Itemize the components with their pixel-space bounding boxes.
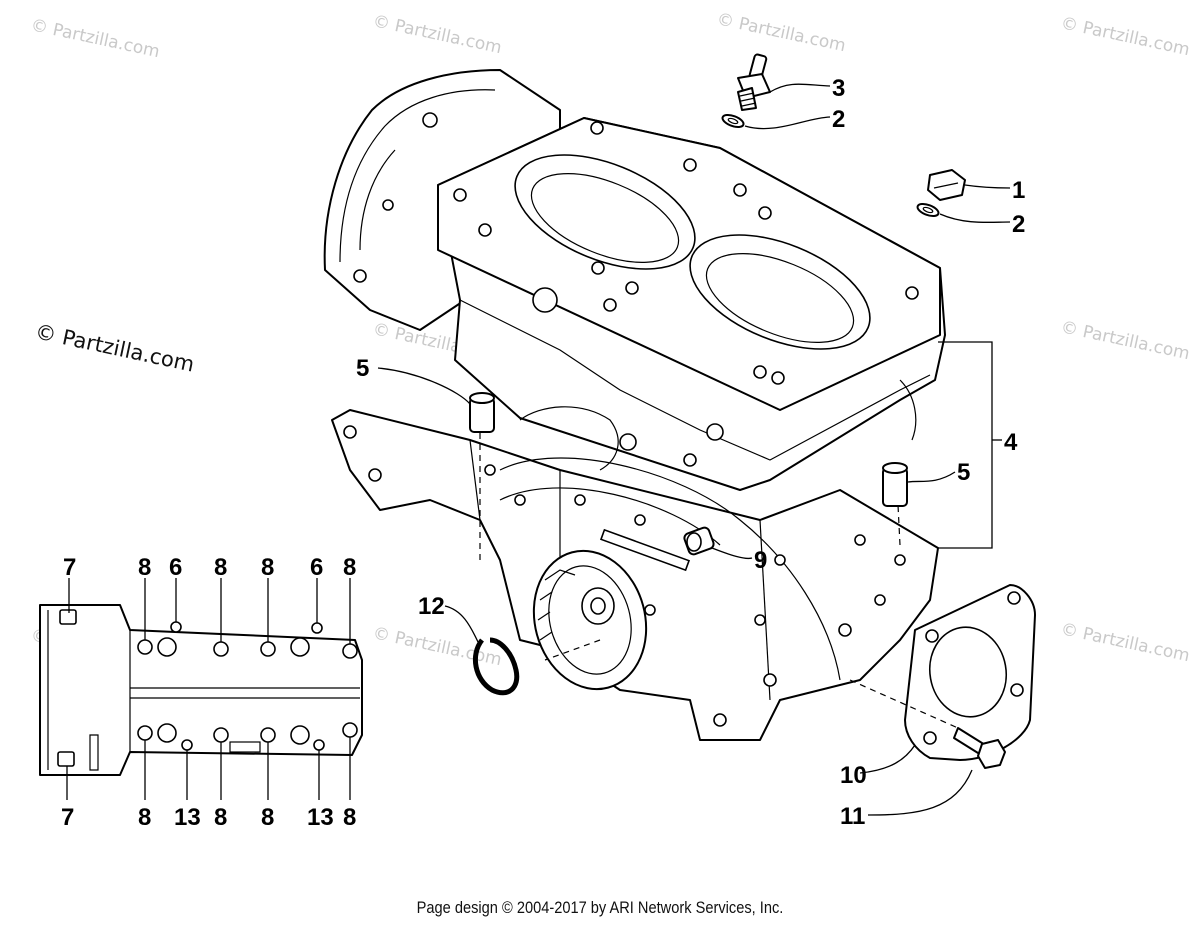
bushing-part-9: [683, 526, 715, 556]
gasket-part-10: [904, 584, 1036, 761]
callout-12: 12: [418, 593, 445, 620]
inset-callout: 8: [261, 554, 274, 581]
inset-callout: 8: [214, 554, 227, 581]
dowel-pin-5b: [882, 462, 908, 507]
callout-5: 5: [356, 355, 369, 382]
crankcase-upper: [323, 69, 946, 491]
inset-callout: 6: [169, 554, 182, 581]
fitting-part-3: [737, 53, 771, 111]
inset-callout: 13: [174, 804, 201, 831]
washer-part-2b: [916, 202, 940, 218]
callout-2: 2: [1012, 211, 1025, 238]
dowel-pin-5a: [469, 392, 495, 433]
inset-callout: 8: [343, 554, 356, 581]
watermark: © Partzilla.com: [1059, 13, 1191, 60]
crankcase-lower: [331, 409, 939, 741]
inset-callout: 8: [343, 804, 356, 831]
callout-3: 3: [832, 75, 845, 102]
watermark: © Partzilla.com: [371, 11, 503, 58]
watermark: © Partzilla.com: [1059, 317, 1191, 364]
callout-4: 4: [1004, 429, 1018, 456]
watermark: © Partzilla.com: [1059, 619, 1191, 666]
callout-11: 11: [840, 803, 865, 830]
washer-part-2a: [721, 113, 745, 129]
inset-callout: 8: [138, 804, 151, 831]
inset-callouts-bottom: 7 8 13 8 8 13 8: [61, 804, 356, 831]
bolt-part-11: [953, 727, 1006, 769]
callout-2: 2: [832, 106, 845, 133]
callout-1: 1: [1012, 177, 1025, 204]
inset-leaders: [66, 578, 351, 800]
callout-5: 5: [957, 459, 970, 486]
inset-callout: 8: [214, 804, 227, 831]
snap-ring-part-12: [472, 637, 520, 696]
inset-bolt-holes: [137, 621, 358, 751]
watermark: © Partzilla.com: [29, 15, 161, 62]
inset-bottom-view: 7 8 6 8 8 6 8 7 8 13 8 8 13 8: [39, 554, 363, 831]
inset-callouts-top: 7 8 6 8 8 6 8: [63, 554, 356, 581]
callout-labels: 3 2 1 2 4 5 5 9 12 10 11: [356, 75, 1025, 830]
watermark-main: © Partzilla.com: [33, 319, 197, 376]
plug-part-1: [927, 169, 966, 201]
leader-lines: [377, 83, 1011, 816]
inset-callout: 13: [307, 804, 334, 831]
inset-callout: 7: [61, 804, 74, 831]
watermark: © Partzilla.com: [371, 623, 503, 670]
watermark: © Partzilla.com: [715, 9, 847, 56]
inset-callout: 8: [138, 554, 151, 581]
inset-callout: 8: [261, 804, 274, 831]
callout-9: 9: [754, 547, 767, 574]
callout-10: 10: [840, 762, 867, 789]
inset-callout: 7: [63, 554, 76, 581]
footer-copyright: Page design © 2004-2017 by ARI Network S…: [416, 898, 784, 917]
inset-callout: 6: [310, 554, 323, 581]
